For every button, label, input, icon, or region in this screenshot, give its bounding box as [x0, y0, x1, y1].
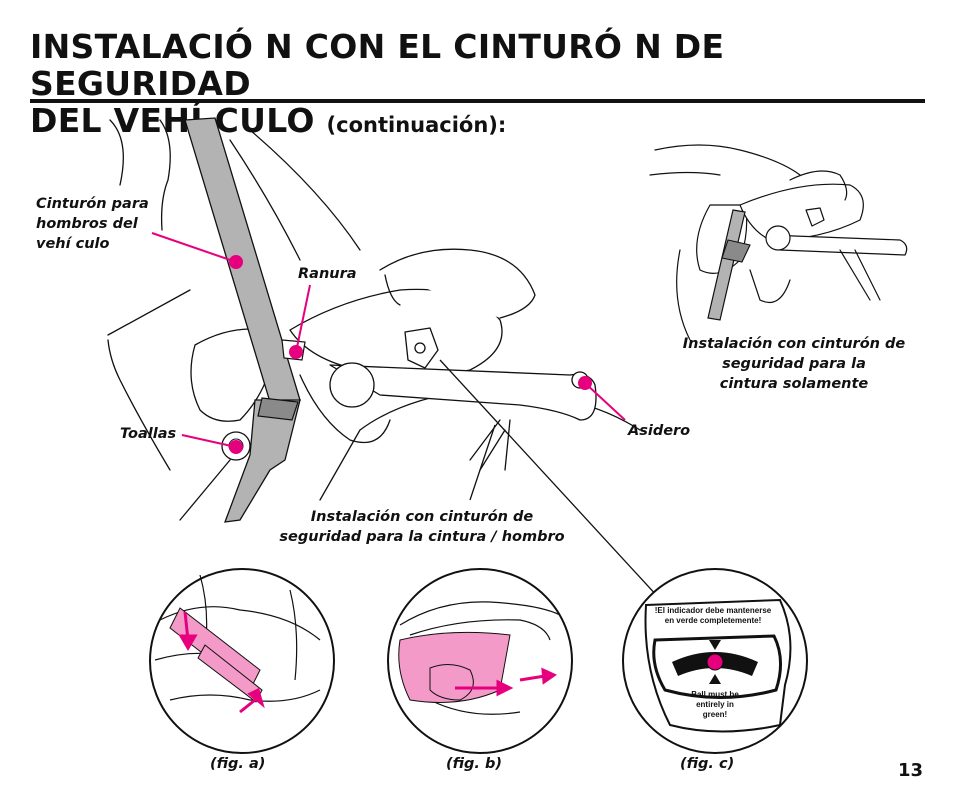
label-handle: Asidero: [628, 423, 691, 439]
page-title: INSTALACIÓ N CON EL CINTURÓ N DE SEGURID…: [30, 28, 954, 144]
leader-towels: [181, 434, 237, 448]
fig-a-circle: [149, 568, 335, 754]
leader-slot: [295, 284, 311, 353]
indicator-text-en-line-2: entirely in: [696, 700, 734, 709]
indicator-text-en-line-1: Ball must be: [691, 690, 739, 699]
caption-fig-b: (fig. b): [446, 756, 502, 772]
label-lap-only-line-1: Instalación con cinturón de: [682, 336, 906, 352]
indicator-text-es-line-2: en verde completemente!: [664, 616, 762, 625]
label-lap-shoulder-line-1: Instalación con cinturón de: [310, 509, 534, 525]
handle-pivot: [329, 362, 375, 408]
lap-only-illustration: [649, 144, 908, 341]
label-slot: Ranura: [298, 266, 357, 282]
label-lap-only-line-2: seguridad para la: [722, 356, 866, 372]
indicator-text-en-line-3: green!: [702, 710, 728, 719]
label-shoulder-belt-line-3: vehí culo: [36, 236, 110, 252]
lap-belt-buckle: [224, 399, 301, 523]
fig-b-circle: [387, 568, 573, 754]
fig-c-circle: [622, 568, 808, 754]
title-suffix: (continuación):: [326, 113, 507, 137]
lap-only-belt: [707, 209, 746, 321]
page-number: 13: [898, 760, 924, 781]
seat-outline: [109, 119, 124, 186]
title-line-2: DEL VEHÍ CULO (continuación):: [30, 102, 954, 144]
label-lap-only-line-3: cintura solamente: [719, 376, 869, 392]
label-lap-shoulder-line-2: seguridad para la cintura / hombro: [279, 529, 565, 545]
indicator-text-en: Ball must be entirely in green!: [670, 690, 760, 720]
leader-handle: [584, 382, 626, 421]
indicator-text-es-line-1: !El indicador debe mantenerse: [654, 606, 772, 615]
indicator-text-es: !El indicador debe mantenerse en verde c…: [640, 606, 786, 626]
label-shoulder-belt-line-1: Cinturón para: [36, 196, 149, 212]
caption-fig-c: (fig. c): [680, 756, 735, 772]
level-indicator: [404, 327, 439, 369]
label-lap-shoulder: Instalación con cinturón de seguridad pa…: [262, 507, 582, 547]
leader-shoulder: [151, 232, 237, 263]
leader-lap-shoulder: [469, 424, 496, 501]
label-shoulder-belt: Cinturón para hombros del vehí culo: [36, 194, 149, 254]
header-rule: [30, 99, 925, 103]
label-lap-only: Instalación con cinturón de seguridad pa…: [672, 334, 916, 394]
label-shoulder-belt-line-2: hombros del: [36, 216, 138, 232]
leader-fig-c: [439, 359, 671, 611]
caption-fig-a: (fig. a): [210, 756, 266, 772]
label-towels: Toallas: [120, 426, 177, 442]
title-line-2-main: DEL VEHÍ CULO: [30, 101, 315, 140]
title-line-1: INSTALACIÓ N CON EL CINTURÓ N DE SEGURID…: [30, 27, 725, 103]
indicator-ball: [706, 653, 724, 671]
